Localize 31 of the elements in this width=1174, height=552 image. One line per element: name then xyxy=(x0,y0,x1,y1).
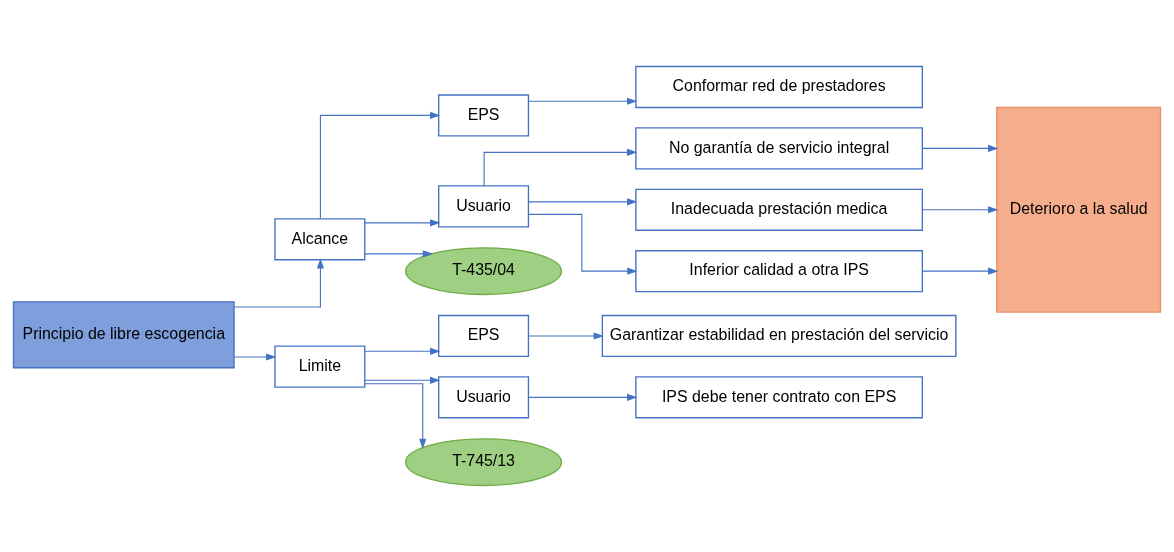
node-box: Garantizar estabilidad en prestación del servicio xyxy=(601,314,957,358)
node-box: IPS debe tener contrato con EPS xyxy=(635,376,923,419)
node-box: Principio de libre escogencia xyxy=(12,301,235,369)
node-box: Usuario xyxy=(437,376,530,419)
arrow xyxy=(922,206,999,214)
arrow xyxy=(528,97,638,105)
arrow xyxy=(233,353,277,361)
arrow xyxy=(528,213,638,275)
node-box: Alcance xyxy=(274,218,366,261)
node-box: Limite xyxy=(274,345,366,388)
node-box: No garantía de servicio integral xyxy=(635,127,923,170)
arrow xyxy=(364,219,441,227)
arrow xyxy=(483,148,638,187)
node-box: Usuario xyxy=(437,185,530,228)
node-box: EPS xyxy=(437,314,530,358)
arrow xyxy=(233,258,325,308)
arrow xyxy=(922,267,999,275)
arrow xyxy=(922,144,999,152)
node-box: EPS xyxy=(437,94,530,137)
arrow xyxy=(528,198,638,206)
arrow xyxy=(364,383,427,450)
node-box: Inadecuada prestación medica xyxy=(635,188,923,231)
node-box: Inferior calidad a otra IPS xyxy=(635,250,923,293)
arrow xyxy=(364,376,441,384)
arrow xyxy=(364,250,434,258)
node-box: Conformar red de prestadores xyxy=(635,65,923,109)
arrow xyxy=(528,332,604,340)
arrow xyxy=(528,393,638,401)
arrow xyxy=(319,111,441,219)
node-box: Deterioro a la salud xyxy=(996,106,1162,313)
arrow xyxy=(364,347,441,355)
